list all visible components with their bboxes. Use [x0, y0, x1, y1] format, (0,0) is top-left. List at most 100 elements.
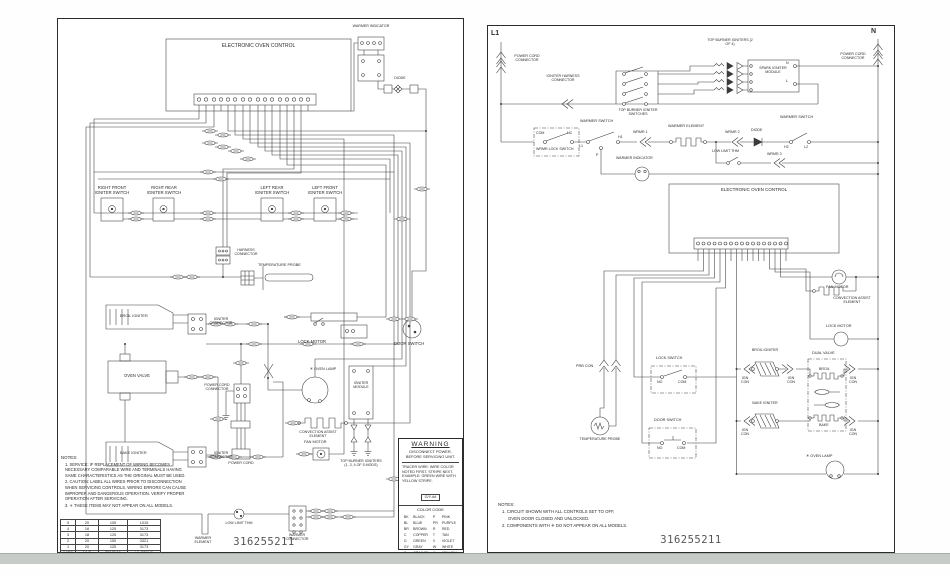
term-h1-label: H1: [618, 135, 623, 139]
right-eoc-title: ELECTRONIC OVEN CONTROL: [720, 187, 788, 192]
dual-valve-broil-label: BROIL: [819, 367, 830, 371]
table-row: BR BROWN R RED: [403, 527, 458, 531]
left-oven-lamp-label: ✳ OVEN LAMP: [309, 367, 337, 371]
left-notes-heading: NOTES:: [61, 455, 78, 460]
left-fan-motor-label: FAN MOTOR: [304, 440, 327, 444]
prb-con-label: PRB CON: [576, 364, 594, 368]
warmer-connector-label: WARMER CONNECTOR: [285, 533, 309, 542]
right-door-switch-label: DOOR SWITCH: [654, 418, 682, 422]
left-power-cord-connector-label: POWER CORD CONNECTOR: [204, 383, 230, 392]
left-top-burner-igniters-label: TOP BURNER IGNITERS (1, 3, 4 OF 5 MODS): [340, 459, 382, 468]
cell: BL: [403, 521, 409, 525]
warmer-switch-label-left: WARMER SWITCH: [580, 119, 614, 123]
left-warmer-indicator-label: WARMER INDICATOR: [352, 24, 390, 28]
warning-line2: TRACER WIRE: WIRE COLOR NOTED FIRST, STR…: [402, 464, 456, 484]
cell: GY: [403, 545, 409, 549]
left-part-number: 316255211: [233, 536, 295, 548]
term-p-label: P: [596, 153, 599, 157]
term-h2-label: H2: [784, 145, 789, 149]
wrmr1-label: WRMR 1: [633, 130, 648, 134]
right-note-2: 2. COMPONENTS WITH ✳ DO NOT APPEAR ON AL…: [502, 522, 628, 528]
right-front-igniter-switch-label: RIGHT FRONT IGNITER SWITCH: [94, 185, 130, 196]
power-cord-connector-label-right: POWER CORD CONNECTOR: [840, 52, 866, 61]
right-notes: NOTES: 1. CIRCUIT SHOWN WITH ALL CONTROL…: [498, 502, 728, 529]
cell: G: [403, 539, 407, 543]
left-wiring-diagram-panel: ELECTRONIC OVEN CONTROL WARMER INDICATOR…: [57, 18, 464, 558]
wrmr2-label: WRMR 2: [725, 130, 740, 134]
cell: 3321: [127, 537, 161, 545]
right-top-burner-igniters-label: TOP BURNER IGNITERS (2 OF 4): [707, 38, 753, 47]
warning-line1: DISCONNECT POWER, BEFORE SERVICING UNIT.: [402, 449, 459, 463]
left-notes: NOTES: 1. SERVICE: IF REPLACEMENT OF WIR…: [61, 455, 189, 509]
left-note-2: 2. CAUTION: LABEL ALL WIRES PRIOR TO DIS…: [65, 479, 187, 502]
cell: BK: [403, 515, 409, 519]
lock-no-label: NO: [657, 380, 663, 384]
cell: VIOLET: [441, 539, 455, 543]
ign-con-label: IGN CON: [741, 376, 749, 385]
warning-title: WARNING: [411, 441, 450, 448]
door-no-label: NO: [657, 446, 663, 450]
cell: BLACK: [413, 515, 425, 519]
cell: BROWN: [413, 527, 427, 531]
l1-rail-label: L1: [491, 30, 500, 37]
spark-module-pin-n: N: [786, 61, 789, 65]
oven-valve-label: OVEN VALVE: [124, 373, 150, 378]
cell: WHITE: [441, 545, 454, 549]
left-note-1: 1. SERVICE: IF REPLACEMENT OF WIRING BEC…: [65, 461, 186, 478]
tracer-wire-example: G/Y-##: [420, 493, 441, 501]
cell: BR: [403, 527, 409, 531]
igniter-connector-label-1: IGNITER CONNECTOR: [209, 317, 233, 326]
left-door-switch-label: DOOR SWITCH: [394, 341, 425, 346]
spark-module-pin-l: L: [786, 79, 788, 83]
ign-con-label: IGN CON: [849, 376, 857, 385]
left-note-3: 3. ✳ THESE ITEMS MAY NOT APPEAR ON ALL M…: [65, 502, 174, 508]
cell: T: [432, 533, 436, 537]
dual-valve-label: DUAL VALVE: [812, 351, 835, 355]
right-schematic-panel: L1 N POWER CORD CONNECTOR POWER CORD CON…: [487, 25, 895, 553]
cell: TAN: [441, 533, 449, 537]
cell: 3173: [127, 543, 161, 551]
right-lock-switch-label: LOCK SWITCH: [656, 356, 683, 360]
top-burner-igniter-switches-label: TOP BURNER IGNITER SWITCHES: [618, 108, 658, 117]
left-warmer-element-label: WARMER ELEMENT: [194, 536, 212, 545]
cell: BLUE: [413, 521, 423, 525]
warning-box: WARNING DISCONNECT POWER, BEFORE SERVICI…: [398, 438, 463, 555]
left-eoc-title: ELECTRONIC OVEN CONTROL: [221, 43, 296, 49]
cell: GREEN: [413, 539, 426, 543]
right-convection-element-label: CONVECTION ASSIST ELEMENT: [833, 296, 871, 305]
taskbar-band: [0, 553, 950, 564]
wrmr-lock-com-label: COM: [536, 131, 545, 135]
cell: RED: [441, 527, 450, 531]
cell: 3173: [127, 525, 161, 533]
right-oven-lamp-label: ✳ OVEN LAMP: [806, 454, 833, 458]
right-part-number: 316255211: [660, 534, 722, 546]
right-temperature-probe-label: TEMPERATURE PROBE: [579, 437, 621, 441]
left-lock-motor-label: LOCK MOTOR: [298, 339, 327, 344]
lock-com-label: COM: [678, 380, 687, 384]
wrmr-lock-nc-label: NC: [567, 131, 573, 135]
left-broil-igniter-label: BROIL IGNITER: [120, 314, 148, 318]
left-bake-igniter-label: BAKE IGNITER: [120, 451, 147, 455]
power-cord-connector-label-left: POWER CORD CONNECTOR: [514, 54, 540, 63]
left-low-limit-thm-label: LOW LIMIT THM: [225, 521, 253, 525]
warmer-element-label: WARMER ELEMENT: [668, 124, 705, 128]
cell: R: [432, 527, 436, 531]
term-l1-label: L1: [579, 144, 583, 148]
left-temperature-probe-label: TEMPERATURE PROBE: [258, 263, 301, 267]
harness-connector-label: HARNESS CONNECTOR: [234, 248, 258, 257]
right-warmer-indicator-label: WARMER INDICATOR: [616, 156, 653, 160]
ign-con-label: IGN CON: [787, 376, 795, 385]
n-rail-label: N: [871, 28, 877, 35]
right-diagram-artwork: [496, 39, 883, 480]
left-front-igniter-switch-label: LEFT FRONT IGNITER SWITCH: [307, 185, 343, 196]
left-diagram-artwork: [85, 36, 431, 535]
cell: COPPER: [413, 533, 428, 537]
